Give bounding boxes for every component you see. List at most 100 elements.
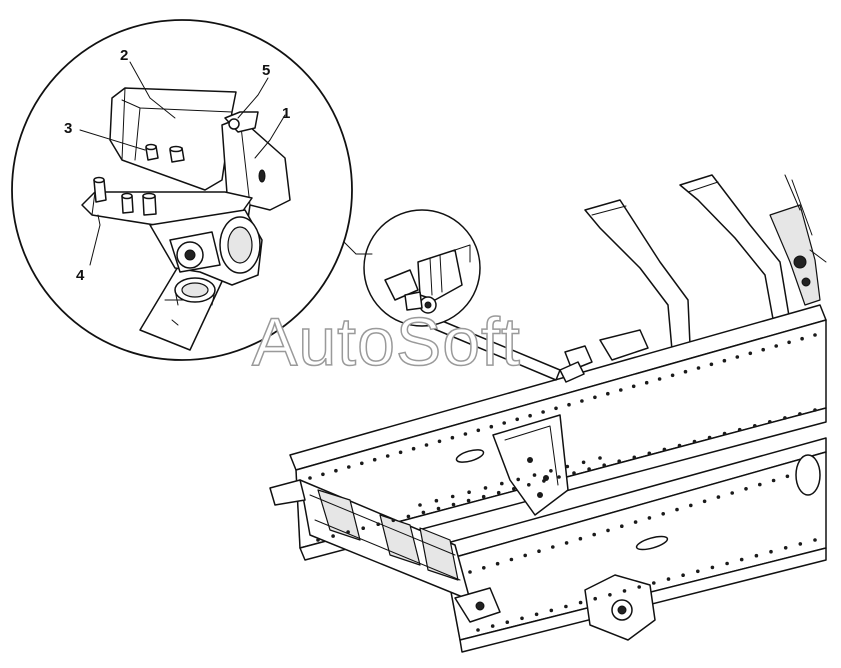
rivet-hole	[411, 446, 416, 451]
rivet-hole	[434, 498, 439, 503]
spring-hanger	[454, 574, 656, 641]
rivet-hole	[347, 465, 351, 469]
pins-4	[93, 176, 157, 216]
rivet-hole	[783, 416, 787, 420]
rivet-hole	[516, 477, 520, 482]
watermark: AutoSoft	[252, 304, 521, 380]
rivet-hole	[398, 450, 403, 455]
mount-detail-enlarged	[11, 19, 353, 361]
rivet-holes	[308, 333, 817, 632]
rivet-hole	[554, 406, 558, 411]
rivet-hole	[602, 463, 606, 468]
rivet-hole	[774, 344, 778, 348]
bracket-2	[109, 87, 237, 191]
rivet-hole	[549, 469, 553, 473]
rivet-hole	[598, 456, 602, 460]
rivet-hole	[578, 536, 583, 541]
right-side-rail	[439, 437, 827, 653]
rivet-hole	[476, 628, 480, 632]
rivet-hole	[769, 549, 773, 554]
rivet-hole	[632, 455, 637, 460]
rivet-hole	[557, 475, 561, 479]
rivet-hole	[537, 549, 541, 553]
rivet-hole	[308, 476, 312, 480]
rivet-hole	[798, 412, 802, 416]
rivet-hole	[771, 478, 776, 483]
callout-label-4: 4	[76, 267, 85, 284]
rivet-hole	[450, 494, 455, 499]
rivet-hole	[481, 494, 486, 499]
rivet-hole	[505, 620, 510, 624]
rivet-hole	[692, 439, 697, 444]
rivet-hole	[647, 516, 652, 520]
rivet-hole	[361, 526, 366, 530]
rivet-hole	[798, 542, 803, 546]
rivet-hole	[716, 495, 721, 499]
rivet-hole	[467, 490, 471, 495]
rivet-hole	[737, 427, 742, 432]
rivet-hole	[527, 483, 531, 487]
rivet-hole	[321, 472, 325, 477]
rivet-hole	[580, 399, 584, 403]
rivet-hole	[489, 424, 494, 429]
rivet-hole	[391, 518, 396, 523]
rivet-hole	[372, 457, 377, 462]
bushing-assembly	[149, 209, 263, 306]
mount-detail-small	[363, 209, 481, 327]
callout-label-1: 1	[282, 105, 290, 122]
rivet-hole	[385, 454, 390, 458]
rivet-hole	[502, 421, 507, 425]
rivet-hole	[376, 522, 381, 526]
rivet-hole	[593, 596, 597, 601]
rivet-hole	[739, 557, 744, 562]
rivet-hole	[813, 538, 817, 542]
rivet-hole	[675, 507, 679, 512]
rivet-hole	[748, 351, 753, 356]
rivet-hole	[754, 553, 759, 558]
rivet-hole	[593, 395, 597, 400]
rivet-hole	[421, 510, 426, 515]
rivet-hole	[476, 428, 481, 433]
rivet-hole	[496, 490, 501, 495]
callout-label-2: 2	[120, 47, 128, 64]
rivet-hole	[346, 530, 350, 534]
bolt-5	[224, 111, 259, 133]
rivet-hole	[587, 467, 591, 471]
rivet-hole	[761, 347, 765, 352]
rivet-hole	[542, 479, 546, 483]
rivet-hole	[316, 538, 320, 542]
rivet-hole	[707, 435, 712, 440]
rivet-hole	[334, 468, 338, 473]
rivet-hole	[437, 439, 442, 444]
rivet-hole	[652, 581, 656, 585]
rivet-hole	[813, 333, 817, 337]
rivet-hole	[520, 616, 524, 621]
rivet-hole	[463, 432, 468, 436]
rivet-hole	[622, 589, 627, 593]
callout-label-3: 3	[64, 120, 72, 137]
rivet-hole	[608, 593, 612, 597]
rivet-hole	[468, 570, 472, 574]
rivet-hole	[670, 373, 675, 378]
center-mount-bracket	[492, 414, 569, 516]
rivet-hole	[787, 340, 791, 345]
rivet-hole	[482, 566, 486, 570]
callout-label-5: 5	[262, 62, 270, 79]
rivet-hole	[702, 499, 707, 504]
rivet-hole	[406, 514, 411, 519]
rivet-hole	[512, 487, 516, 491]
pins-3	[145, 143, 185, 163]
rivet-hole	[681, 573, 685, 577]
rivet-hole	[564, 604, 568, 609]
rivet-hole	[661, 512, 665, 516]
rivet-hole	[331, 534, 335, 538]
rivet-hole	[424, 443, 429, 447]
rivet-hole	[657, 377, 662, 381]
rivet-hole	[783, 546, 788, 550]
rivet-hole	[466, 498, 471, 503]
rivet-hole	[534, 612, 539, 617]
rivet-hole	[581, 460, 586, 465]
rivet-hole	[633, 520, 638, 524]
rivet-hole	[730, 491, 734, 495]
